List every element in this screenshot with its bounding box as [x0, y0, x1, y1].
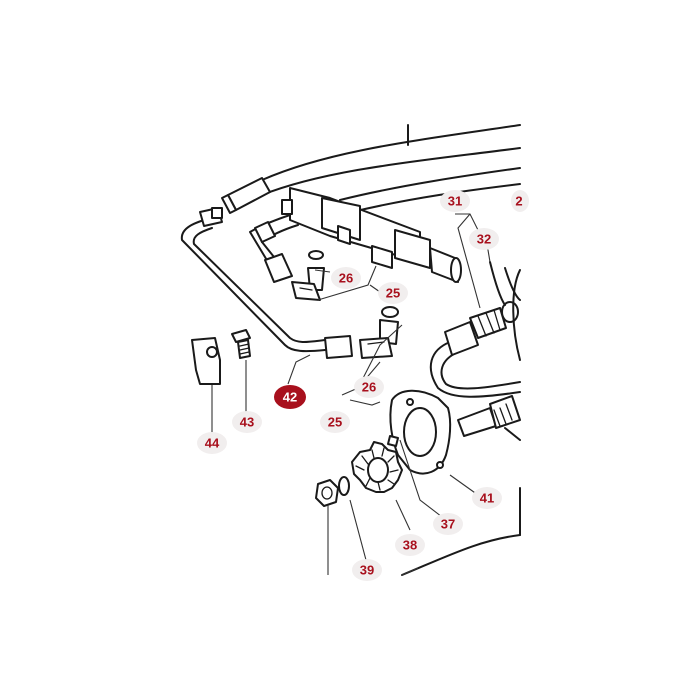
valve-body	[281, 187, 462, 283]
callout-32-label: 32	[477, 232, 491, 247]
right-pipe-assembly	[429, 261, 521, 398]
callout-25-lower[interactable]: 25	[320, 411, 350, 433]
callout-26-lower-label: 26	[362, 380, 376, 395]
callout-41-label: 41	[480, 491, 494, 506]
bolt-43	[231, 329, 251, 359]
callout-25-upper[interactable]: 25	[378, 282, 408, 304]
bracket-44	[191, 337, 221, 385]
callout-26-upper[interactable]: 26	[331, 267, 361, 289]
callout-38[interactable]: 38	[395, 534, 425, 556]
callout-31[interactable]: 31	[440, 190, 470, 212]
pipe-42	[180, 207, 353, 359]
callout-43[interactable]: 43	[232, 411, 262, 433]
callout-44-label: 44	[205, 436, 220, 451]
callout-42-label: 42	[283, 390, 297, 405]
callout-26-lower[interactable]: 26	[354, 376, 384, 398]
callout-25-upper-label: 25	[386, 286, 400, 301]
callout-37-label: 37	[441, 517, 455, 532]
callout-26-upper-label: 26	[339, 271, 353, 286]
callout-43-label: 43	[240, 415, 254, 430]
callout-38-label: 38	[403, 538, 417, 553]
callout-41[interactable]: 41	[472, 487, 502, 509]
callout-2-label: 2	[515, 194, 522, 209]
fitting-26-lower	[359, 306, 399, 359]
callout-25-lower-label: 25	[328, 415, 342, 430]
callout-2-partial[interactable]: 2	[511, 190, 529, 212]
nozzle-fitting	[457, 395, 521, 441]
callout-39[interactable]: 39	[352, 559, 382, 581]
callout-44[interactable]: 44	[197, 432, 227, 454]
hydraulic-hoses	[221, 124, 521, 214]
gasket-41	[389, 389, 452, 475]
callout-37[interactable]: 37	[433, 513, 463, 535]
nut-39	[315, 476, 350, 507]
callout-39-label: 39	[360, 563, 374, 578]
small-pipe	[249, 214, 299, 283]
callout-32[interactable]: 32	[469, 228, 499, 250]
fitting-26-upper	[291, 250, 325, 301]
callout-31-label: 31	[448, 194, 462, 209]
callout-42-highlighted[interactable]: 42	[274, 385, 306, 409]
gear-38	[351, 435, 403, 493]
